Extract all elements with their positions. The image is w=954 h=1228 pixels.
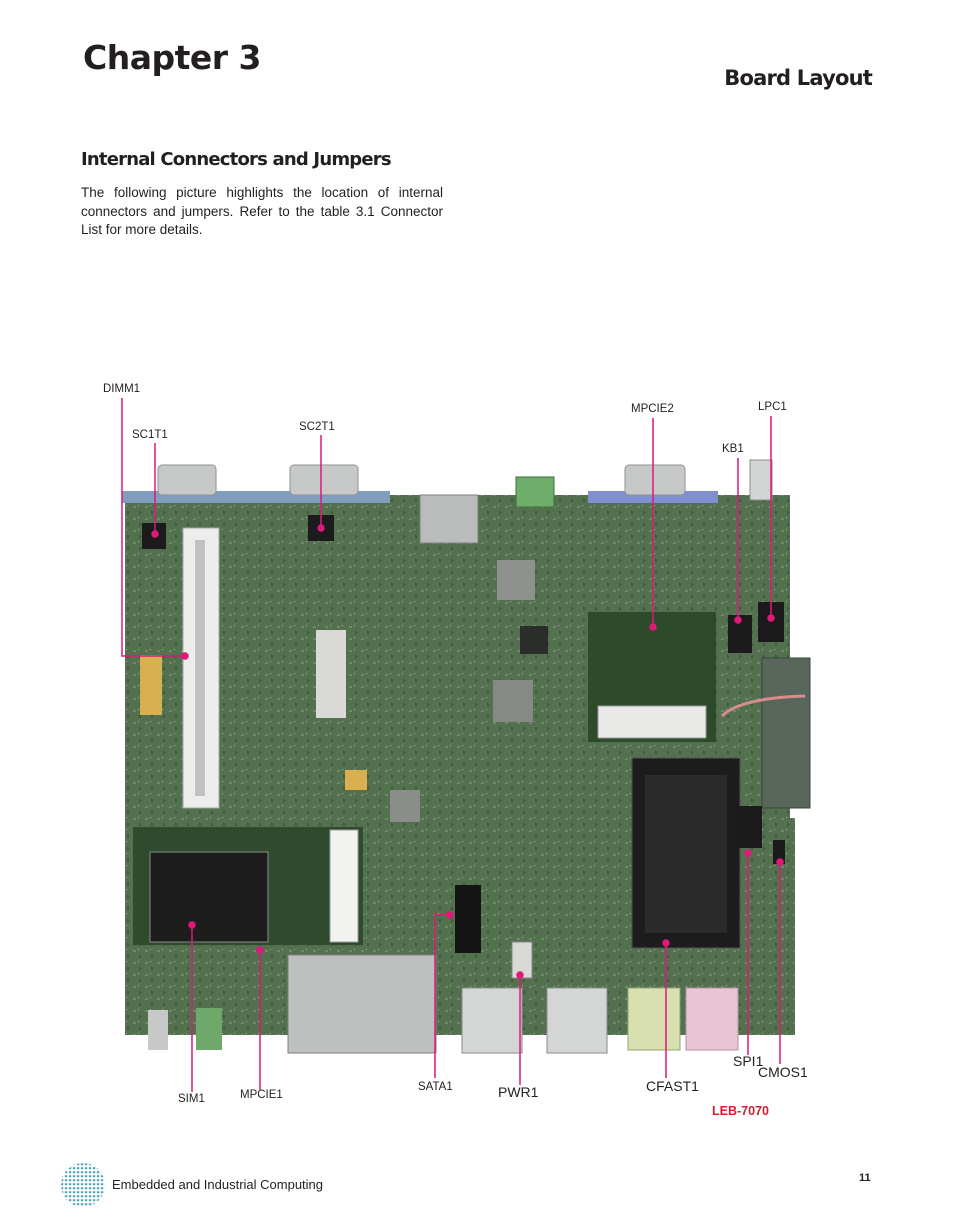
lan-usb-stack	[287, 954, 437, 1054]
cmos1-header	[773, 840, 785, 864]
label-mpcie2: MPCIE2	[631, 403, 674, 415]
callout-lines	[121, 398, 784, 1092]
page-number: 11	[859, 1172, 871, 1184]
label-kb1: KB1	[722, 443, 744, 455]
inductor-1	[497, 560, 535, 600]
label-sc2t1: SC2T1	[299, 421, 335, 433]
lpc-cable	[749, 459, 773, 501]
vga-connector	[624, 464, 686, 496]
label-sticker	[316, 630, 346, 718]
dc-in-terminal	[515, 476, 555, 508]
company-logo-icon	[61, 1163, 105, 1207]
mpcie2-slot	[597, 705, 707, 739]
subsection-heading: Internal Connectors and Jumpers	[81, 149, 392, 170]
label-mpcie1: MPCIE1	[240, 1089, 283, 1101]
spi1-header	[736, 806, 762, 848]
label-lpc1: LPC1	[758, 401, 787, 413]
power-jack	[148, 1010, 168, 1050]
label-sata1: SATA1	[418, 1081, 453, 1093]
side-connector	[761, 657, 811, 809]
label-spi1: SPI1	[733, 1053, 764, 1069]
label-cfast1: CFAST1	[646, 1078, 699, 1094]
label-sim1: SIM1	[178, 1093, 205, 1105]
com2-connector	[289, 464, 359, 496]
mpcie1-slot	[329, 829, 359, 943]
cable-wire	[720, 694, 806, 718]
usb-port-2	[546, 987, 608, 1054]
inductor-3	[390, 790, 420, 822]
dimm-slot-inner	[195, 540, 205, 796]
audio-jack-green	[627, 987, 681, 1051]
intro-paragraph: The following picture highlights the loc…	[81, 185, 443, 237]
chip-1	[520, 626, 548, 654]
usb-top-connector	[419, 494, 479, 544]
chapter-title: Chapter 3	[83, 38, 261, 77]
com1-connector	[157, 464, 217, 496]
sim-socket	[149, 851, 269, 943]
power-terminal	[196, 1008, 222, 1050]
label-dimm1: DIMM1	[103, 383, 141, 395]
label-pwr1: PWR1	[498, 1084, 539, 1100]
cfast-socket-inner	[645, 775, 727, 933]
label-cmos1: CMOS1	[758, 1064, 808, 1080]
sata1-connector	[455, 885, 481, 953]
tantalum-cap	[345, 770, 367, 790]
footer-company-text: Embedded and Industrial Computing	[112, 1177, 324, 1192]
label-sc1t1: SC1T1	[132, 429, 168, 441]
inductor-2	[493, 680, 533, 722]
board-model-label: LEB-7070	[712, 1104, 769, 1118]
section-title: Board Layout	[724, 66, 873, 90]
usb-port-1	[461, 987, 523, 1054]
audio-jack-pink	[685, 987, 739, 1051]
capacitors	[140, 655, 162, 715]
